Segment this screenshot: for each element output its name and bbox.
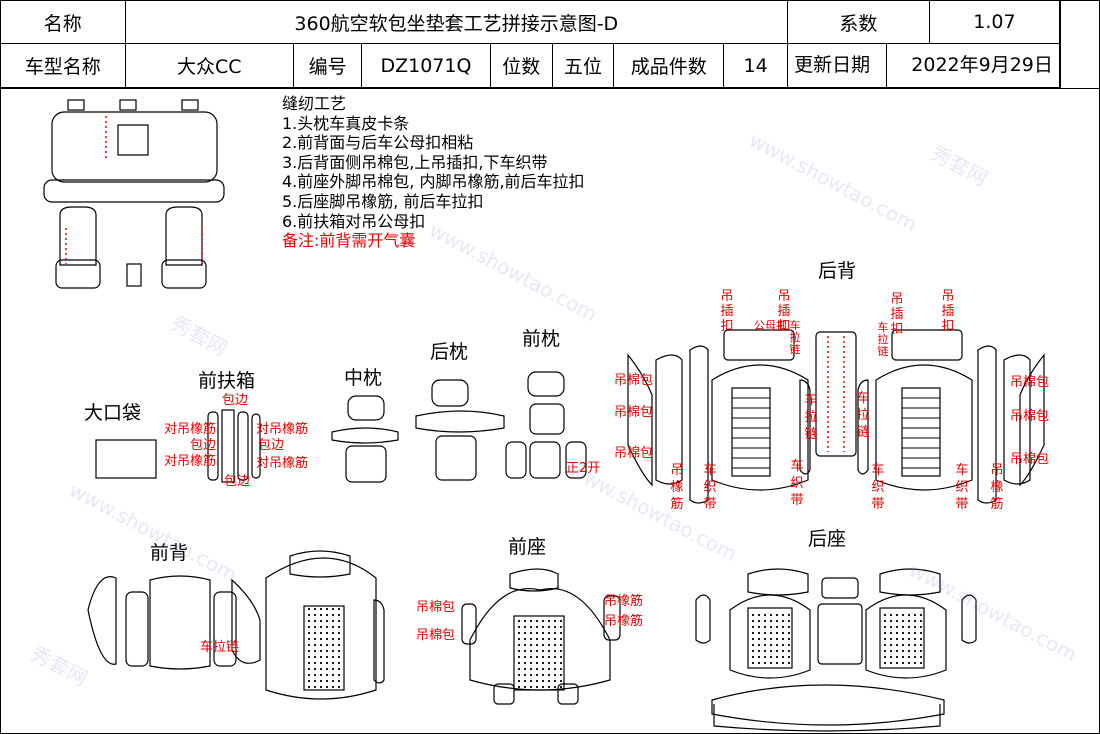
- note-clip-3: 吊插扣: [890, 292, 904, 337]
- note-webbing-rb-4: 车织带: [955, 463, 969, 512]
- note-edge-top: 包边: [222, 393, 249, 408]
- note-cotton-rb-6: 吊棉包: [1010, 452, 1050, 467]
- process-title: 缝纫工艺: [282, 94, 347, 113]
- note-cotton-rb-2: 吊棉包: [614, 405, 654, 420]
- model-label: 车型名称: [0, 43, 126, 88]
- front-back-pieces: [87, 550, 385, 700]
- rear-back-left: [627, 329, 811, 504]
- note-clip-2: 吊插扣: [777, 289, 791, 334]
- note-edge-right: 包边: [258, 438, 285, 453]
- label-front-pillow: 前枕: [522, 328, 561, 350]
- note-edge-bottom: 包边: [224, 474, 251, 489]
- note-open-2: 正2开: [566, 461, 601, 476]
- process-step-3: 3.后背面侧吊棉包,上吊插扣,下车织带: [282, 152, 548, 172]
- rear-seat-dot-grid-left: [750, 610, 790, 666]
- date-label: 更新日期: [794, 54, 871, 76]
- label-pocket: 大口袋: [84, 402, 142, 424]
- note-zipper-front-back: 车拉链: [200, 640, 240, 655]
- note-zipper-small-2: 车拉链: [877, 321, 889, 358]
- process-step-6: 6.前扶箱对吊公母扣: [282, 211, 426, 231]
- title-block: 名称 360航空软包坐垫套工艺拼接示意图-D 系数 1.07 车型名称 大众CC…: [0, 0, 1061, 88]
- front-seat-pieces: [461, 568, 621, 705]
- note-edge-left: 包边: [190, 438, 217, 453]
- seats-label: 位数: [489, 43, 553, 88]
- note-elastic-rb-2: 吊橡筋: [990, 463, 1004, 512]
- note-pair-elastic-4: 对吊橡筋: [256, 456, 309, 471]
- note-webbing-rb-3: 车织带: [871, 463, 885, 512]
- rear-back-right: [857, 329, 1045, 504]
- label-rear-back: 后背: [818, 260, 857, 282]
- note-clip-4: 吊插扣: [941, 289, 955, 334]
- note-pair-elastic-2: 对吊橡筋: [164, 454, 217, 469]
- note-clip-1: 吊插扣: [720, 289, 734, 334]
- label-armrest: 前扶箱: [198, 370, 256, 392]
- red-stitch-lines: [65, 116, 845, 452]
- rear-pillow-pieces: [415, 379, 505, 481]
- process-step-1: 1.头枕车真皮卡条: [282, 113, 410, 133]
- note-zipper-small-1: 车拉链: [789, 319, 801, 356]
- pocket-piece: [95, 439, 157, 479]
- note-pair-elastic-1: 对吊橡筋: [164, 422, 217, 437]
- note-pair-elastic-3: 对吊橡筋: [256, 422, 309, 437]
- pieces-label: 成品件数: [613, 43, 725, 88]
- label-rear-seat: 后座: [808, 528, 847, 550]
- model-value: 大众CC: [124, 43, 295, 88]
- label-front-seat: 前座: [508, 536, 547, 558]
- mid-pillow-pieces: [331, 395, 399, 483]
- process-note: 备注:前背需开气囊: [282, 231, 416, 251]
- process-step-2: 2.前背面与后车公母扣相粘: [282, 133, 474, 153]
- label-rear-pillow: 后枕: [430, 341, 469, 363]
- note-elastic-rb-1: 吊橡筋: [670, 463, 684, 512]
- note-cotton-fs-2: 吊棉包: [416, 628, 456, 643]
- process-step-4: 4.前座外脚吊棉包, 内脚吊橡筋,前后车拉扣: [282, 172, 585, 192]
- date-value: 2022年9月29日: [911, 54, 1053, 76]
- note-zipper-center-1: 车拉链: [804, 393, 818, 442]
- front-pillow-pieces: [505, 371, 587, 479]
- seats-value: 五位: [551, 43, 615, 88]
- seat-overview-thumbnail: [43, 99, 225, 289]
- note-elastic-fs-2: 吊橡筋: [604, 614, 644, 629]
- armrest-pieces: [207, 409, 261, 483]
- header-right-border: [1060, 0, 1061, 88]
- front-seat-dot-grid: [516, 618, 562, 688]
- note-webbing-rb-1: 车织带: [703, 463, 717, 512]
- note-cotton-fs-1: 吊棉包: [416, 600, 456, 615]
- note-zipper-center-2: 车拉链: [856, 391, 870, 440]
- rear-back-center: [815, 331, 857, 457]
- drawing-title: 360航空软包坐垫套工艺拼接示意图-D: [124, 0, 789, 44]
- note-cotton-rb-5: 吊棉包: [1010, 409, 1050, 424]
- sewing-process: 缝纫工艺 1.头枕车真皮卡条 2.前背面与后车公母扣相粘 3.后背面侧吊棉包,上…: [282, 94, 585, 251]
- note-cotton-rb-1: 吊棉包: [614, 373, 654, 388]
- date-block: 更新日期 2022年9月29日: [787, 43, 1060, 88]
- note-male-female: 公母扣: [754, 319, 787, 332]
- note-cotton-rb-3: 吊棉包: [614, 446, 654, 461]
- header-bottom-rule: [0, 88, 1100, 89]
- pieces-value: 14: [723, 43, 789, 88]
- note-elastic-fs-1: 吊橡筋: [604, 594, 644, 609]
- rear-seat-dot-grid-right: [882, 610, 922, 666]
- label-front-back: 前背: [150, 542, 189, 564]
- code-value: DZ1071Q: [361, 43, 491, 88]
- label-mid-pillow: 中枕: [344, 367, 383, 389]
- front-back-dot-grid: [306, 608, 342, 688]
- rear-seat-pieces: [695, 568, 977, 732]
- note-cotton-rb-4: 吊棉包: [1010, 375, 1050, 390]
- code-label: 编号: [293, 43, 363, 88]
- note-webbing-rb-2: 车织带: [790, 459, 804, 508]
- rear-back-stripes: [732, 397, 940, 469]
- process-step-5: 5.后座脚吊橡筋, 前后车拉扣: [282, 191, 484, 211]
